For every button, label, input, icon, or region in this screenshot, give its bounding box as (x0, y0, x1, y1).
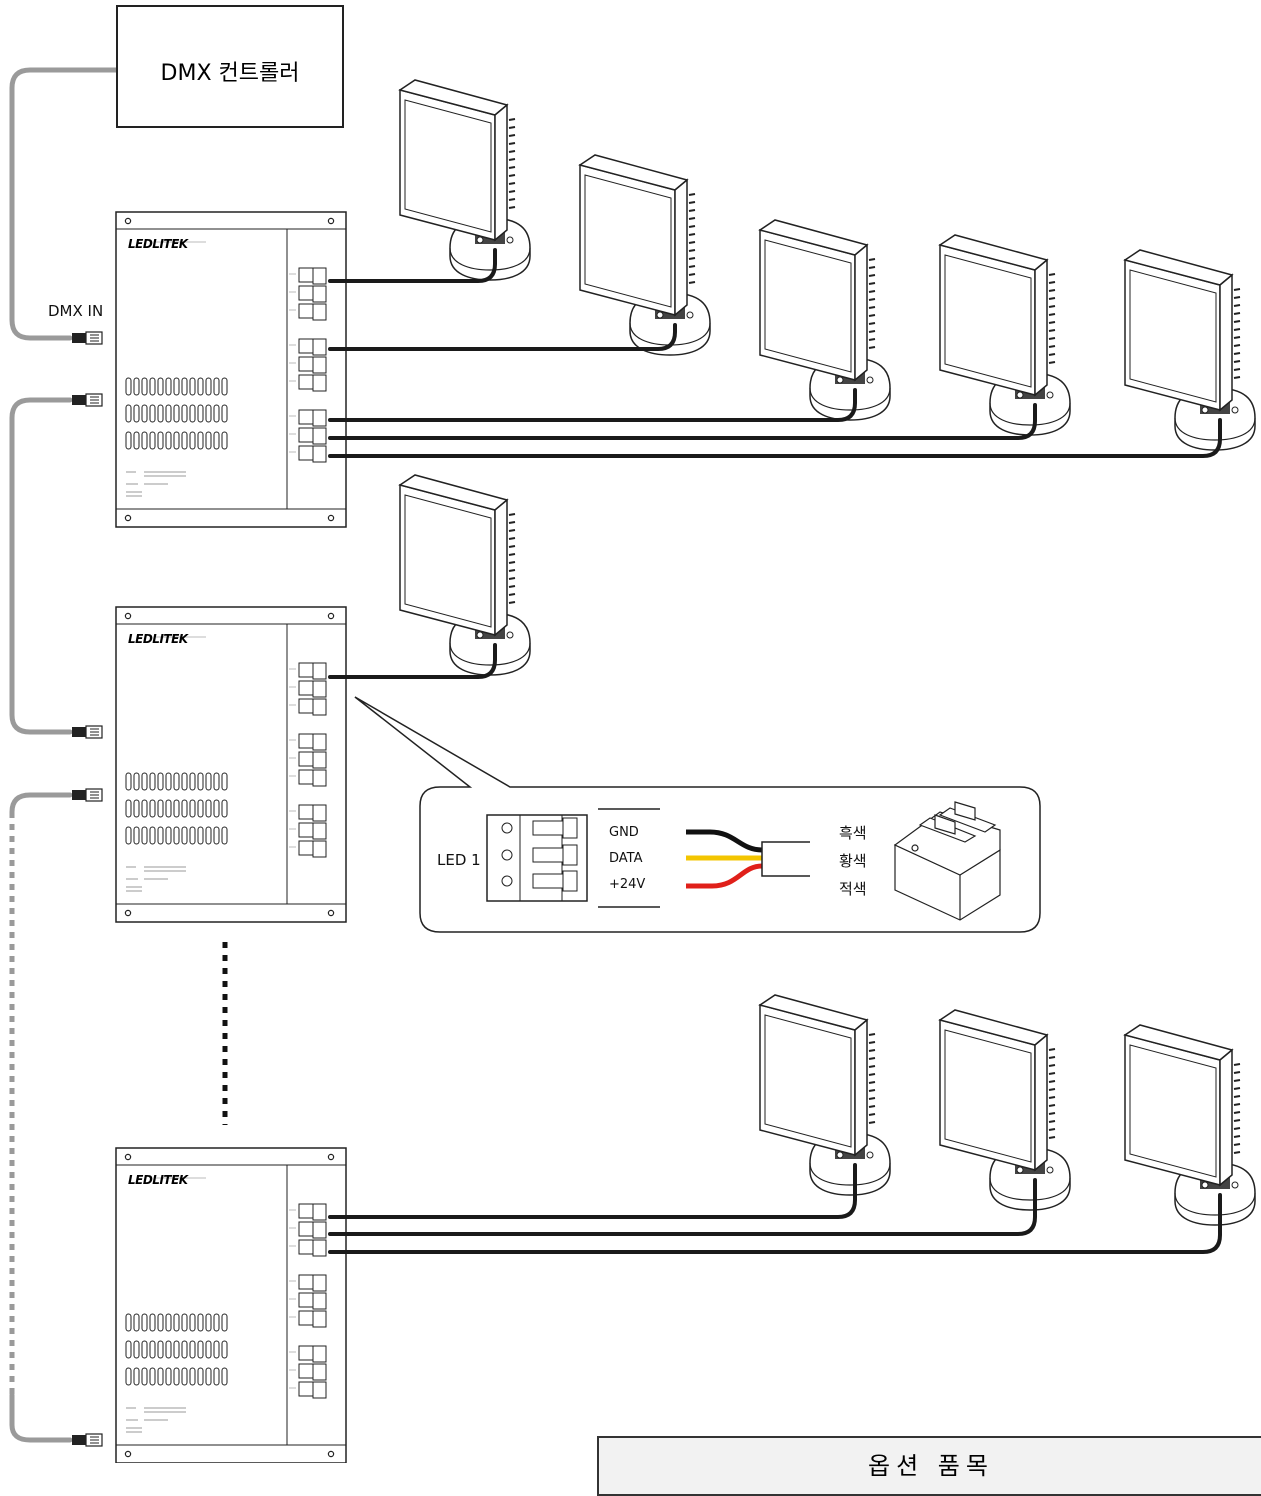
led-fixture (579, 154, 711, 356)
decoder-1 (116, 212, 346, 527)
decoder-brand: LEDLITEK (128, 237, 188, 251)
led-cable (328, 1178, 1037, 1236)
pin-data-label: DATA (609, 851, 643, 866)
wiring-diagram (9, 67, 1256, 1463)
option-items-title: 옵션 품목 (868, 1452, 994, 1480)
led-fixture (399, 79, 531, 281)
terminal-block-3d (893, 801, 1001, 921)
led-cable (328, 418, 1222, 458)
dmx-cable-link-2-bottom (9, 1392, 73, 1443)
led-cable (328, 403, 1037, 440)
led-fixture (1124, 1024, 1256, 1226)
decoder-3 (116, 1148, 346, 1463)
led-port-label: LED 1 (437, 851, 481, 869)
wire-yellow-label: 황색 (839, 852, 867, 870)
wire-black-label: 흑색 (839, 824, 867, 842)
led-cable (328, 323, 677, 351)
led-fixture (399, 474, 531, 676)
decoder-2 (116, 607, 346, 922)
terminal-block-front (486, 814, 588, 902)
decoder-brand: LEDLITEK (128, 632, 188, 646)
pin-24v-label: +24V (609, 877, 646, 892)
led-fixture (939, 1009, 1071, 1211)
dmx-cable-controller (9, 67, 119, 341)
dmx-in-label: DMX IN (48, 302, 104, 320)
controller-label: DMX 컨트롤러 (160, 61, 300, 86)
wire-red-label: 적색 (839, 880, 867, 898)
led-cable (328, 1163, 857, 1219)
led-cable (328, 1193, 1222, 1254)
led-cable (328, 643, 497, 679)
led-cable (328, 388, 857, 422)
dmx-cable-link-1 (9, 397, 73, 735)
led-fixture (939, 234, 1071, 436)
dmx-cable-link-2-top (9, 792, 73, 815)
decoder-brand: LEDLITEK (128, 1173, 188, 1187)
led-cable (328, 248, 497, 283)
led-fixture (759, 219, 891, 421)
led-fixture (1124, 249, 1256, 451)
led-fixture (759, 994, 891, 1196)
pin-gnd-label: GND (609, 825, 639, 840)
option-items-box: 옵션 품목 (597, 1436, 1261, 1496)
dmx-controller: DMX 컨트롤러 (116, 5, 344, 128)
